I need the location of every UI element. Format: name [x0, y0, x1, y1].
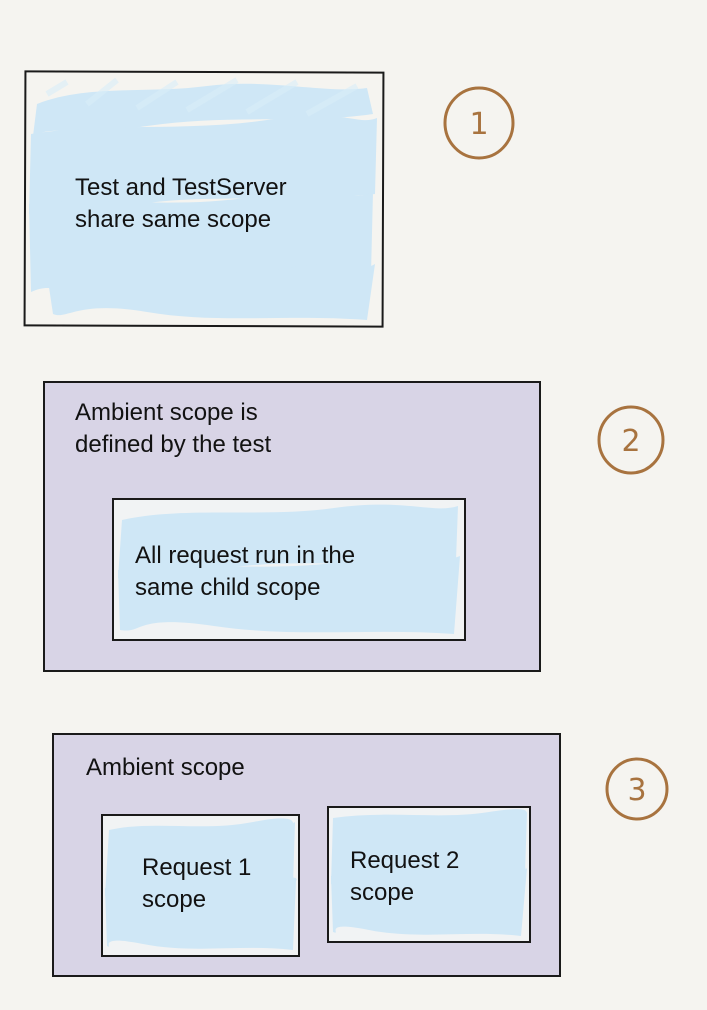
panel-2-child-scope-label: All request run in the same child scope: [135, 542, 356, 601]
number-2-circle: 2: [596, 403, 666, 477]
panel-2-ambient-label: Ambient scope is defined by the test: [75, 399, 272, 458]
svg-text:3: 3: [627, 773, 646, 808]
circle-icon: 1: [443, 86, 515, 160]
request-2-scope-label: Request 2 scope: [350, 847, 460, 906]
svg-text:2: 2: [621, 424, 640, 459]
panel-3-ambient-label: Ambient scope: [86, 754, 245, 781]
svg-text:1: 1: [469, 107, 488, 142]
circle-icon: 2: [597, 405, 665, 475]
request-1-scope-label: Request 1 scope: [142, 854, 252, 913]
circle-icon: 3: [605, 757, 669, 821]
panel-1-label: Test and TestServer share same scope: [75, 174, 287, 233]
number-1-circle: 1: [442, 86, 515, 160]
number-3-circle: 3: [603, 753, 673, 827]
